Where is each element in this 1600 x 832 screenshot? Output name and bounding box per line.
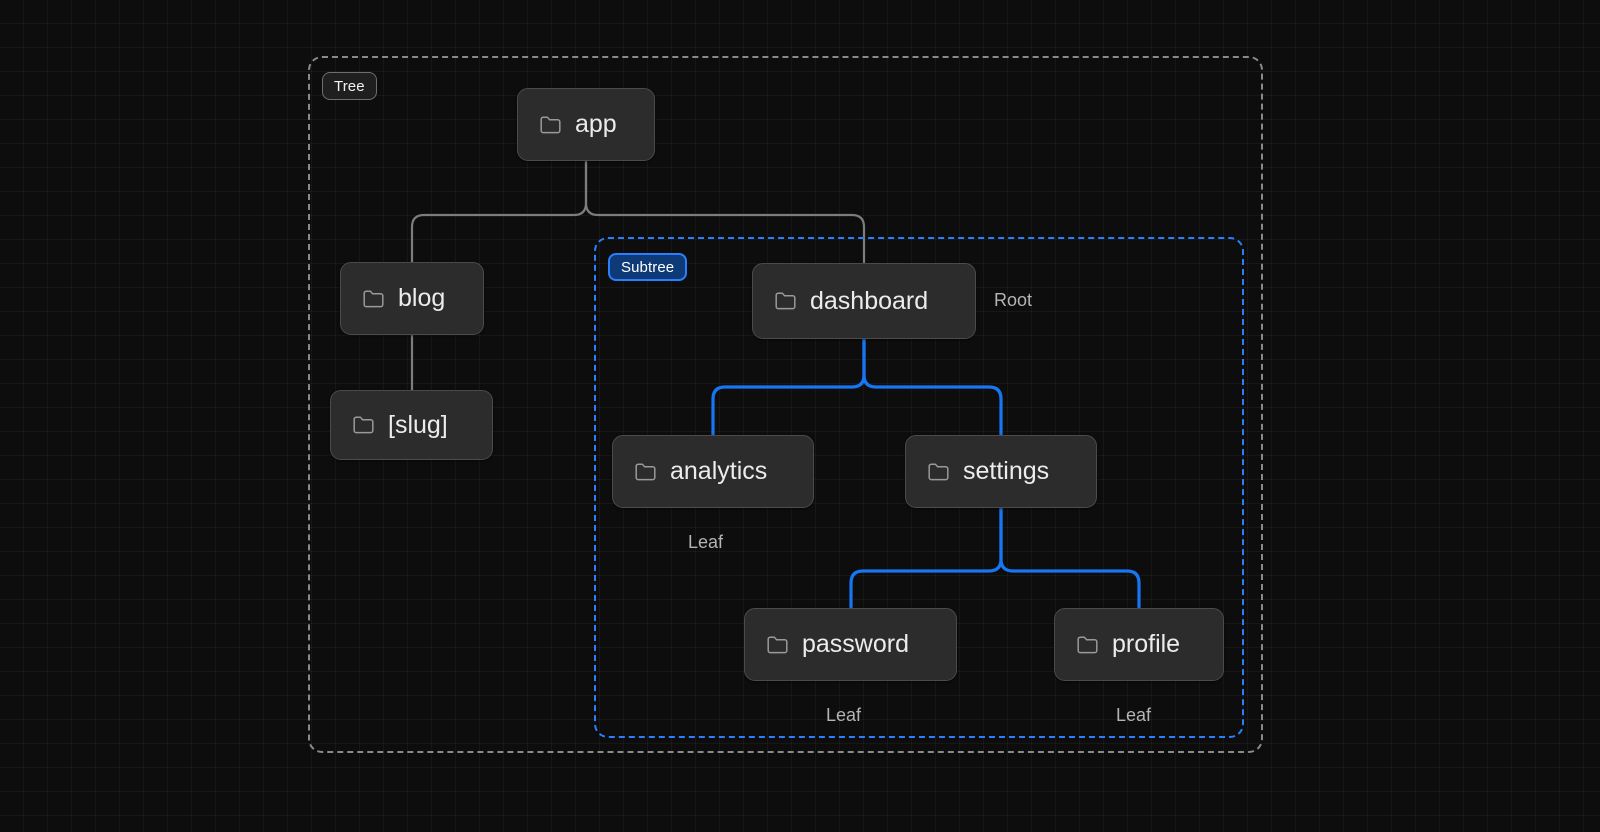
node-app[interactable]: app bbox=[517, 88, 655, 161]
annotation-leaf-password: Leaf bbox=[826, 705, 862, 725]
folder-icon bbox=[353, 416, 374, 434]
group-subtree-badge[interactable]: Subtree bbox=[608, 253, 688, 281]
folder-icon bbox=[767, 635, 788, 654]
node-profile[interactable]: profile bbox=[1054, 608, 1224, 681]
node-analytics[interactable]: analytics bbox=[612, 435, 814, 508]
node-label: [slug] bbox=[388, 410, 448, 439]
node-label: password bbox=[802, 630, 909, 658]
annotation-leaf-profile: Leaf bbox=[1116, 705, 1152, 725]
annotation-leaf-analytics: Leaf bbox=[688, 532, 724, 552]
folder-icon bbox=[1077, 635, 1098, 654]
group-tree-badge[interactable]: Tree bbox=[322, 72, 377, 100]
group-subtree[interactable]: Subtree bbox=[594, 237, 1244, 738]
node-label: blog bbox=[398, 284, 446, 312]
node-label: dashboard bbox=[810, 286, 929, 315]
node-password[interactable]: password bbox=[744, 608, 957, 681]
node-slug[interactable]: [slug] bbox=[330, 390, 493, 460]
group-tree[interactable]: Tree bbox=[308, 56, 1263, 753]
folder-icon bbox=[928, 462, 949, 481]
node-dashboard[interactable]: dashboard bbox=[752, 263, 976, 339]
folder-icon bbox=[635, 462, 656, 481]
node-settings[interactable]: settings bbox=[905, 435, 1097, 508]
node-label: settings bbox=[963, 457, 1050, 485]
annotation-root: Root bbox=[994, 290, 1033, 310]
folder-icon bbox=[363, 289, 384, 308]
node-blog[interactable]: blog bbox=[340, 262, 484, 335]
node-label: profile bbox=[1112, 630, 1181, 658]
folder-icon bbox=[540, 115, 561, 134]
node-label: analytics bbox=[670, 457, 768, 485]
node-label: app bbox=[575, 110, 617, 138]
folder-icon bbox=[775, 292, 796, 310]
